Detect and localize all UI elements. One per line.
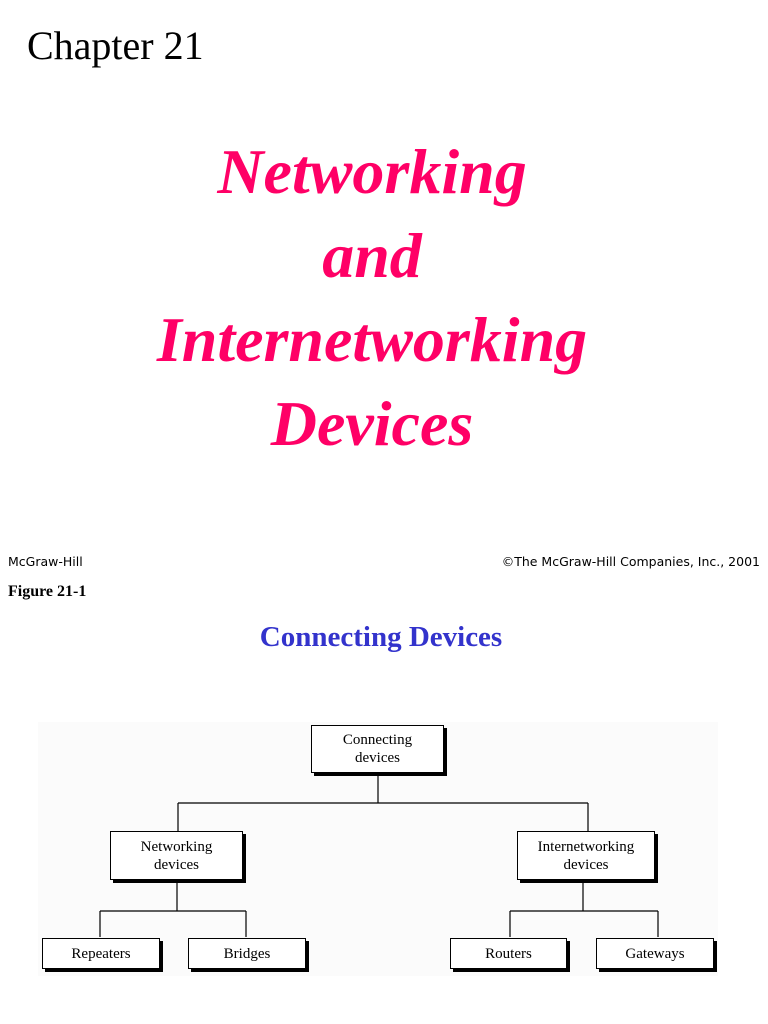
repeaters-node: Repeaters [42, 938, 160, 969]
bridges-node: Bridges [188, 938, 306, 969]
title-line: Internetworking [156, 304, 588, 375]
internetworking-devices-node: Internetworking devices [517, 831, 655, 880]
slide-title: Networking and Internetworking Devices [0, 130, 744, 466]
title-line: Networking [217, 136, 527, 207]
footer-publisher: McGraw-Hill [8, 554, 83, 569]
figure-title: Connecting Devices [259, 621, 503, 653]
routers-node: Routers [450, 938, 567, 969]
title-line: Devices [270, 388, 474, 459]
footer-copyright: ©The McGraw-Hill Companies, Inc., 2001 [501, 554, 760, 569]
connecting-devices-diagram: Connecting devices Networking devices In… [38, 722, 718, 976]
title-line: and [322, 220, 422, 291]
diagram-connector-lines [99, 775, 659, 937]
chapter-heading: Chapter 21 [27, 23, 204, 68]
networking-devices-node: Networking devices [110, 831, 243, 880]
gateways-node: Gateways [596, 938, 714, 969]
connecting-devices-node: Connecting devices [311, 725, 444, 773]
figure-label: Figure 21-1 [8, 583, 87, 600]
